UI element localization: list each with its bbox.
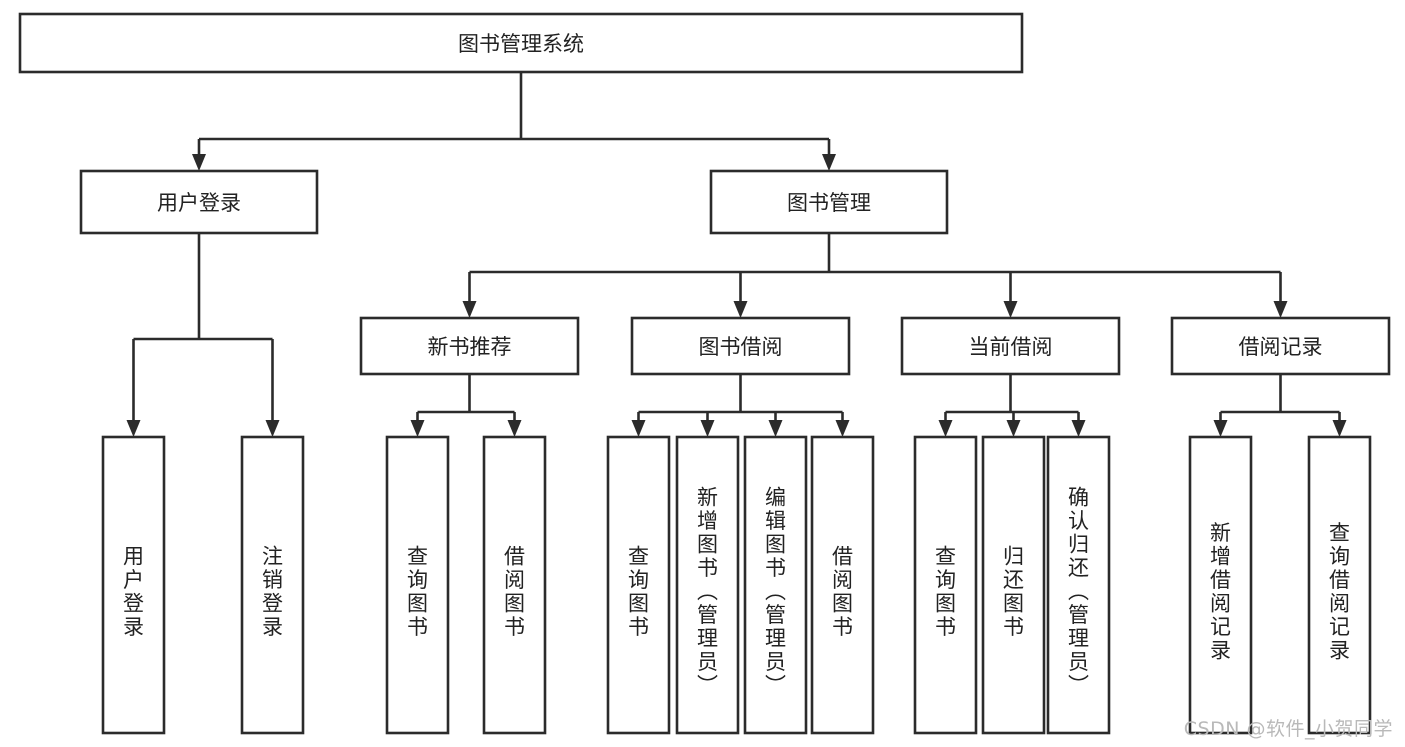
node-leaf-2-box[interactable]	[385, 435, 450, 735]
node-leaf-0-label: 用户登录	[123, 544, 144, 639]
node-leaf-1-box[interactable]	[240, 435, 305, 735]
node-level3-1-label: 图书借阅	[699, 335, 783, 359]
node-leaf-12-box[interactable]	[1307, 435, 1372, 735]
node-leaf-11-box[interactable]	[1188, 435, 1253, 735]
node-level3-1-box[interactable]	[630, 316, 851, 376]
node-leaf-5[interactable]: 新增图书︵管理员︶	[675, 435, 740, 735]
node-leaf-10-label: 确认归还︵管理员︶	[1068, 486, 1089, 698]
arrow-head-icon	[462, 301, 477, 318]
arrow-head-icon	[1071, 420, 1086, 437]
node-leaf-11-label: 新增借阅记录	[1210, 521, 1231, 663]
arrow-head-icon	[835, 420, 850, 437]
arrow-head-icon	[1332, 420, 1347, 437]
node-leaf-7[interactable]: 借阅图书	[810, 435, 875, 735]
arrow-head-icon	[507, 420, 522, 437]
node-leaf-7-box[interactable]	[810, 435, 875, 735]
node-leaf-1[interactable]: 注销登录	[240, 435, 305, 735]
node-level3-0[interactable]: 新书推荐	[359, 316, 580, 376]
node-level2-1-label: 图书管理	[787, 191, 871, 215]
node-leaf-3-label: 借阅图书	[504, 544, 525, 639]
arrow-head-icon	[1006, 420, 1021, 437]
node-level3-0-label: 新书推荐	[428, 335, 512, 359]
node-leaf-4-box[interactable]	[606, 435, 671, 735]
arrow-head-icon	[700, 420, 715, 437]
arrow-head-icon	[1273, 301, 1288, 318]
arrow-head-icon	[1213, 420, 1228, 437]
arrow-head-icon	[733, 301, 748, 318]
node-level3-3[interactable]: 借阅记录	[1170, 316, 1391, 376]
node-level3-2[interactable]: 当前借阅	[900, 316, 1121, 376]
node-leaf-4-label: 查询图书	[628, 544, 649, 639]
node-leaf-8-label: 查询图书	[935, 544, 956, 639]
arrow-head-icon	[192, 154, 206, 171]
node-leaf-0-box[interactable]	[101, 435, 166, 735]
node-leaf-12[interactable]: 查询借阅记录	[1307, 435, 1372, 735]
node-level2-1[interactable]: 图书管理	[709, 169, 949, 235]
node-leaf-7-label: 借阅图书	[832, 544, 853, 639]
node-leaf-8[interactable]: 查询图书	[913, 435, 978, 735]
node-leaf-9-label: 归还图书	[1003, 544, 1024, 639]
node-root[interactable]: 图书管理系统	[18, 12, 1024, 74]
arrow-head-icon	[126, 420, 141, 437]
node-leaf-8-box[interactable]	[913, 435, 978, 735]
arrow-head-icon	[265, 420, 280, 437]
node-level3-3-label: 借阅记录	[1239, 335, 1323, 359]
node-level3-1[interactable]: 图书借阅	[630, 316, 851, 376]
node-leaf-10-box[interactable]	[1046, 435, 1111, 735]
node-leaf-6-box[interactable]	[743, 435, 808, 735]
arrow-head-icon	[631, 420, 646, 437]
arrow-head-icon	[822, 154, 836, 171]
node-leaf-5-box[interactable]	[675, 435, 740, 735]
node-level3-2-box[interactable]	[900, 316, 1121, 376]
node-level2-0-label: 用户登录	[157, 191, 241, 215]
node-level2-0-box[interactable]	[79, 169, 319, 235]
node-level3-0-box[interactable]	[359, 316, 580, 376]
node-leaf-10[interactable]: 确认归还︵管理员︶	[1046, 435, 1111, 735]
node-leaf-0[interactable]: 用户登录	[101, 435, 166, 735]
arrow-head-icon	[410, 420, 425, 437]
arrow-head-icon	[1003, 301, 1018, 318]
node-leaf-9-box[interactable]	[981, 435, 1046, 735]
arrow-head-icon	[938, 420, 953, 437]
node-root-label: 图书管理系统	[458, 32, 584, 56]
node-group: 图书管理系统用户登录图书管理新书推荐图书借阅当前借阅借阅记录用户登录注销登录查询…	[18, 12, 1391, 735]
node-leaf-11[interactable]: 新增借阅记录	[1188, 435, 1253, 735]
node-level2-0[interactable]: 用户登录	[79, 169, 319, 235]
node-leaf-2-label: 查询图书	[407, 544, 428, 639]
node-leaf-12-label: 查询借阅记录	[1329, 521, 1350, 663]
node-leaf-1-label: 注销登录	[262, 544, 283, 639]
node-level3-2-label: 当前借阅	[969, 335, 1053, 359]
node-root-box[interactable]	[18, 12, 1024, 74]
node-leaf-9[interactable]: 归还图书	[981, 435, 1046, 735]
node-leaf-3-box[interactable]	[482, 435, 547, 735]
node-leaf-3[interactable]: 借阅图书	[482, 435, 547, 735]
node-leaf-6-label: 编辑图书︵管理员︶	[765, 486, 786, 698]
node-leaf-5-label: 新增图书︵管理员︶	[697, 486, 718, 698]
node-leaf-4[interactable]: 查询图书	[606, 435, 671, 735]
arrow-head-icon	[768, 420, 783, 437]
node-leaf-2[interactable]: 查询图书	[385, 435, 450, 735]
node-leaf-6[interactable]: 编辑图书︵管理员︶	[743, 435, 808, 735]
node-level2-1-box[interactable]	[709, 169, 949, 235]
connector-lines	[126, 72, 1347, 437]
node-level3-3-box[interactable]	[1170, 316, 1391, 376]
